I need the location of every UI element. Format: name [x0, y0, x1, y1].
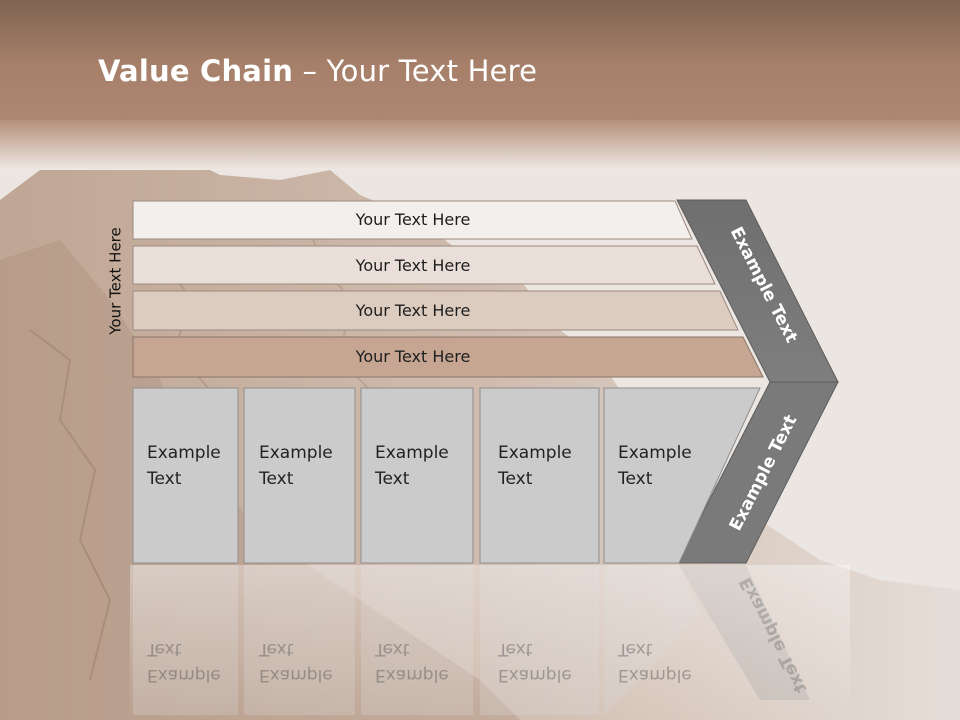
- band-shape-1: [132, 200, 693, 240]
- box-3-refl-line1: Example: [375, 665, 449, 685]
- box-5-reflection-text: Example Text: [618, 636, 692, 688]
- box-4-reflection: Example Text: [484, 564, 599, 714]
- box-shape-3: [360, 387, 474, 564]
- box-2-refl-line2: Text: [259, 639, 294, 659]
- box-3-reflection-text: Example Text: [375, 636, 449, 688]
- box-2-line2: Text: [259, 469, 294, 489]
- title-rest: – Your Text Here: [293, 54, 538, 88]
- box-2-reflection: Example Text: [245, 564, 356, 714]
- box-1-refl-line1: Example: [147, 665, 221, 685]
- box-5-line1: Example: [618, 443, 692, 463]
- box-5-refl-line1: Example: [618, 665, 692, 685]
- box-shape-2: [243, 387, 356, 564]
- box-4-refl-line2: Text: [498, 639, 533, 659]
- box-2-refl-line1: Example: [259, 665, 333, 685]
- box-3-line2: Text: [375, 469, 410, 489]
- box-shape-4: [479, 387, 600, 564]
- band-shape-3: [132, 290, 739, 331]
- band-shape-4: [132, 336, 764, 378]
- title-bold: Value Chain: [98, 54, 294, 88]
- box-1-reflection-text: Example Text: [147, 636, 221, 688]
- band-shape-2: [132, 245, 716, 285]
- chevron-lower: [676, 381, 839, 564]
- box-3-line1: Example: [375, 443, 449, 463]
- box-3-reflection: Example Text: [361, 564, 473, 714]
- box-4-reflection-text: Example Text: [498, 636, 572, 688]
- box-4-line1: Example: [498, 443, 572, 463]
- box-shape-5: [603, 387, 761, 564]
- side-label-text: Your Text Here: [107, 227, 125, 335]
- box-4-line2: Text: [498, 469, 533, 489]
- band-label-4: Your Text Here: [355, 347, 471, 366]
- band-label-3: Your Text Here: [355, 301, 471, 320]
- band-label-1: Your Text Here: [355, 210, 471, 229]
- box-2-line1: Example: [259, 443, 333, 463]
- slide-title: Value Chain – Your Text Here: [98, 54, 537, 88]
- box-5-refl-line2: Text: [618, 639, 653, 659]
- box-5-line2: Text: [618, 469, 653, 489]
- side-label: Your Text Here: [96, 206, 136, 356]
- box-4-refl-line1: Example: [498, 665, 572, 685]
- band-label-2: Your Text Here: [355, 256, 471, 275]
- box-1-reflection: Example Text: [133, 564, 238, 714]
- box-2-reflection-text: Example Text: [259, 636, 333, 688]
- box-5-reflection: Example Text: [604, 564, 704, 714]
- box-1-line1: Example: [147, 443, 221, 463]
- box-shape-1: [132, 387, 239, 564]
- box-3-refl-line2: Text: [375, 639, 410, 659]
- box-1-refl-line2: Text: [147, 639, 182, 659]
- box-1-line2: Text: [147, 469, 182, 489]
